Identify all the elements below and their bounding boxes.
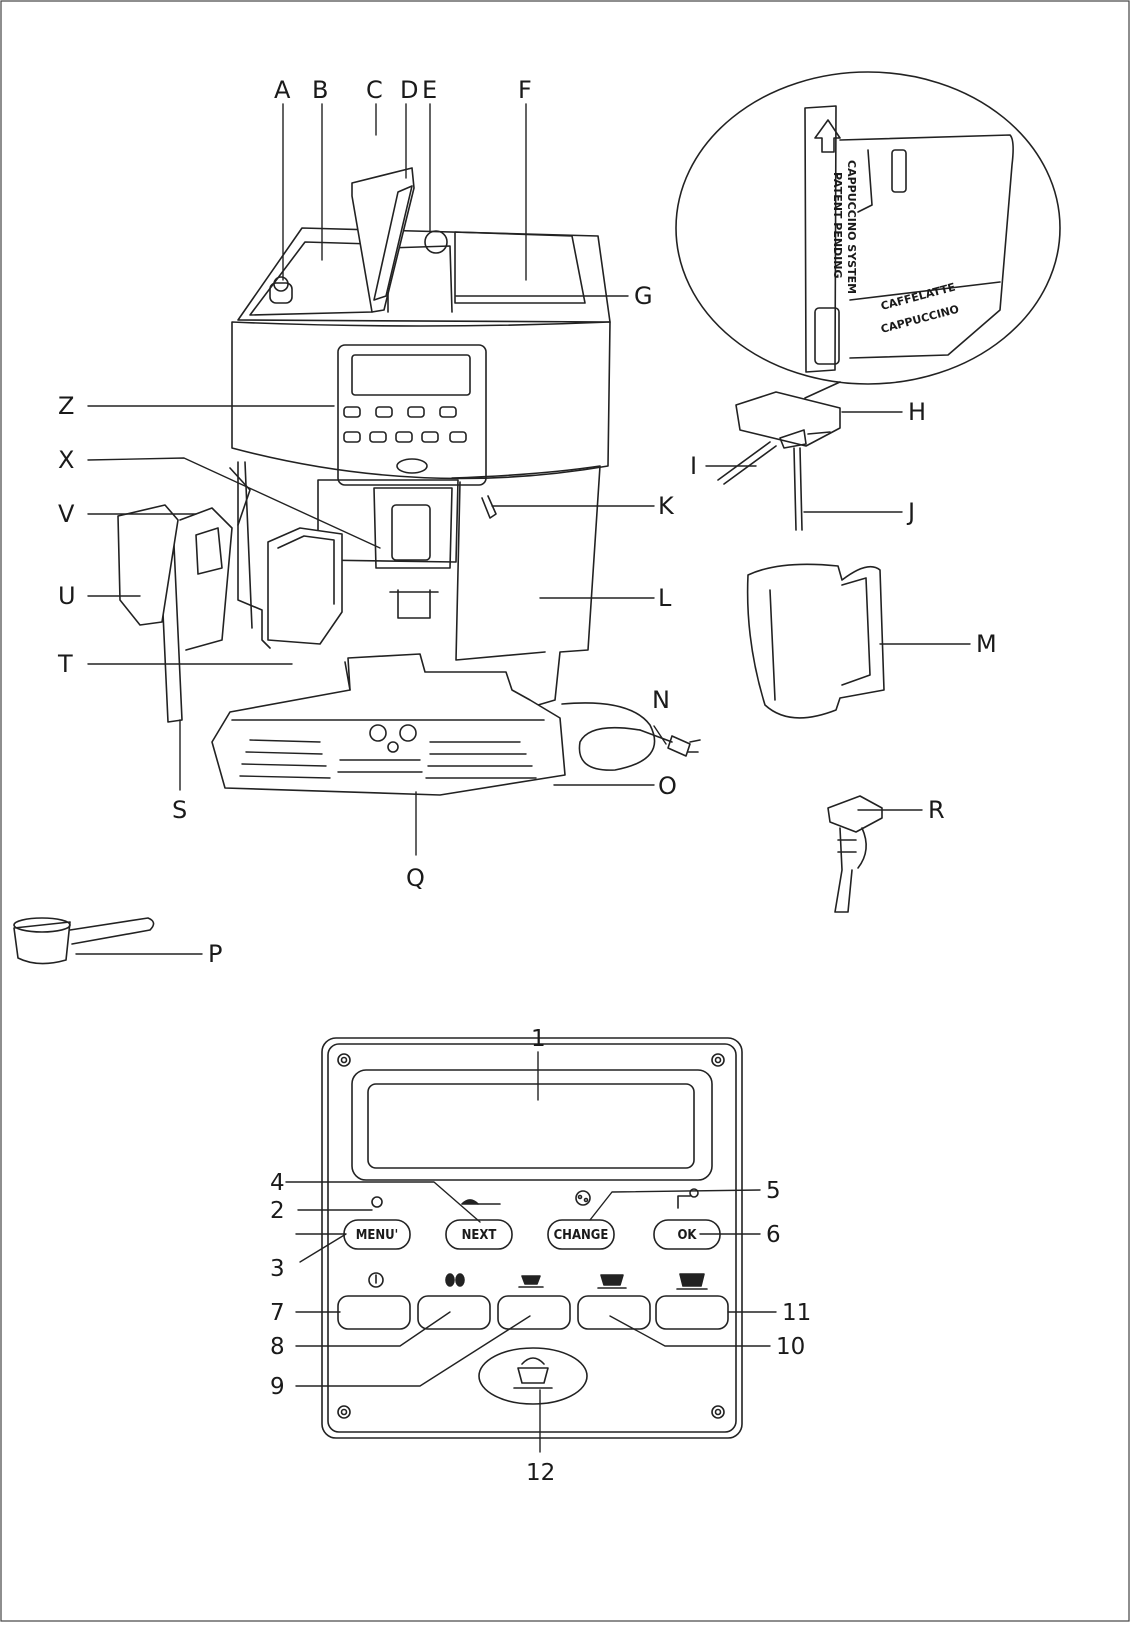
milk-parts [13,391,885,965]
label-4: 4 [270,1170,285,1196]
ok-button-label: OK [677,1228,697,1243]
milk-spoon-icon [461,1199,501,1205]
label-5: 5 [766,1178,781,1204]
control-panel [321,1037,743,1439]
small-cup-button[interactable] [497,1295,571,1330]
inset-system-text: CAPPUCCINO SYSTEM [845,160,858,294]
change-button[interactable] [547,1219,615,1250]
label-10: 10 [776,1334,805,1360]
label-j: J [906,498,915,526]
label-o: O [658,772,677,800]
coffee-beans-icon [445,1273,465,1287]
inset-patent-text: PATENT PENDING [831,172,844,279]
label-8: 8 [270,1334,285,1360]
label-f: F [518,76,532,104]
label-12: 12 [526,1460,555,1486]
change-button-label: CHANGE [554,1228,609,1243]
label-t: T [57,650,73,678]
label-h: H [908,398,926,426]
menu-button-label: MENU' [356,1228,399,1243]
label-l: L [658,584,672,612]
label-r: R [928,796,945,824]
label-6: 6 [766,1222,781,1248]
label-z: Z [58,392,74,420]
label-n: N [652,686,670,714]
medium-cup-button[interactable] [577,1295,651,1330]
label-s: S [172,796,187,824]
large-cup-icon [676,1273,708,1290]
label-1: 1 [531,1026,546,1052]
power-button[interactable] [337,1295,411,1330]
label-u: U [58,582,76,610]
label-k: K [658,492,675,520]
label-2: 2 [270,1198,285,1224]
label-a: A [274,76,291,104]
label-b: B [312,76,328,104]
label-c: C [366,76,383,104]
label-d: D [400,76,418,104]
label-3: 3 [270,1256,285,1282]
label-g: G [634,282,653,310]
ground-coffee-button[interactable] [417,1295,491,1330]
label-m: M [976,630,997,658]
leader-lines [75,103,971,955]
medium-cup-icon [597,1274,627,1289]
next-button-label: NEXT [462,1228,497,1243]
large-cup-button[interactable] [655,1295,729,1330]
power-icon [368,1272,384,1288]
small-cup-icon [518,1275,544,1288]
panel-leader-lines [285,1051,777,1453]
label-e: E [422,76,437,104]
label-9: 9 [270,1374,285,1400]
cappuccino-inset [675,71,1061,399]
rinse-icon [575,1190,591,1206]
next-button[interactable] [445,1219,513,1250]
label-7: 7 [270,1300,285,1326]
label-x: X [58,446,74,474]
label-p: P [208,940,222,968]
cappuccino-button[interactable] [478,1347,588,1405]
cappuccino-cup-icon [513,1357,553,1389]
label-v: V [58,500,75,528]
label-q: Q [406,864,425,892]
steam-tap-icon [677,1188,699,1209]
label-i: I [690,452,697,480]
coffee-machine [117,167,701,796]
label-11: 11 [782,1300,811,1326]
